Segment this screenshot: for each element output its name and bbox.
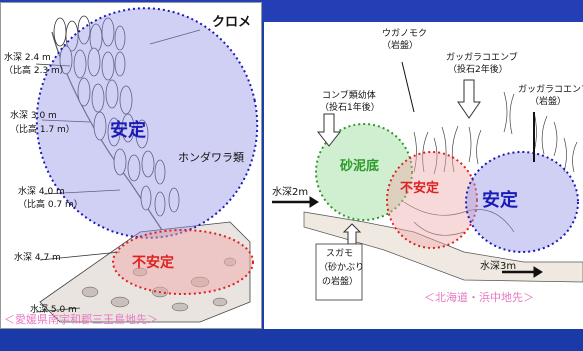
stable-zone-circle <box>465 151 579 253</box>
konbu-sub: （投石1年後） <box>320 103 380 113</box>
open-arrows <box>316 79 481 245</box>
sukamo-box <box>315 243 363 301</box>
sand-zone-label: 砂泥底 <box>340 159 380 174</box>
left-illustration <box>0 2 262 329</box>
right-panel: コンブ類幼体 （投石1年後） ウガノモク （岩盤） ガッガラコエンブ （投石2年… <box>264 22 583 329</box>
depth-label-2: 水深 3.0 m <box>10 111 57 121</box>
gagara-right-label: ガッガラコエンブ <box>518 85 583 95</box>
sukamo-sub2: の岩盤） <box>322 277 359 287</box>
stable-zone-label: 安定 <box>482 190 518 211</box>
sukamo-sub1: （砂かぶり <box>319 263 365 273</box>
utanomoku-label: ウガノモク <box>382 29 428 39</box>
left-panel: クロメ 水深 2.4 m （比高 2.3 m） 水深 3.0 m （比高 1.7… <box>0 2 262 329</box>
unstable-zone-circle <box>386 151 478 249</box>
seaweed <box>403 91 578 236</box>
depth-label-5: 水深 5.0 m <box>30 305 77 315</box>
right-location: ＜北海道・浜中地先＞ <box>424 291 534 304</box>
gagara-top-label: ガッガラコエンブ <box>446 53 518 63</box>
depth-label-1: 水深 2.4 m <box>4 53 51 63</box>
gagara-right-sub: （岩盤） <box>530 97 567 107</box>
depth-label-3: 水深 4.0 m <box>18 187 65 197</box>
utanomoku-sub: （岩盤） <box>382 41 419 51</box>
leader-lines <box>35 29 201 313</box>
gagara-top-sub: （投石2年後） <box>448 65 508 75</box>
depth-3m-label: 水深3m <box>480 261 517 272</box>
kurome-label: クロメ <box>212 15 252 30</box>
unstable-zone-ellipse <box>112 229 254 295</box>
depth-2m-label: 水深2m <box>272 187 309 198</box>
hondawara-label: ホンダワラ類 <box>178 151 244 164</box>
left-location: ＜愛媛県南宇和郡三王島地先＞ <box>4 313 158 326</box>
unstable-label: 不安定 <box>132 255 174 271</box>
height-label-3: （比高 0.7 m） <box>18 200 83 210</box>
sukamo-label: スガモ <box>326 249 354 259</box>
height-label-1: （比高 2.3 m） <box>4 66 69 76</box>
height-label-2: （比高 1.7 m） <box>10 125 75 135</box>
depth-label-4: 水深 4.7 m <box>14 253 61 263</box>
konbu-label: コンブ類幼体 <box>322 91 376 101</box>
unstable-zone-label: 不安定 <box>400 181 440 196</box>
bottom-band <box>0 329 583 351</box>
stable-label: 安定 <box>110 120 146 141</box>
kelp-column <box>51 15 180 243</box>
right-illustration <box>272 61 583 301</box>
arrows <box>272 61 543 278</box>
